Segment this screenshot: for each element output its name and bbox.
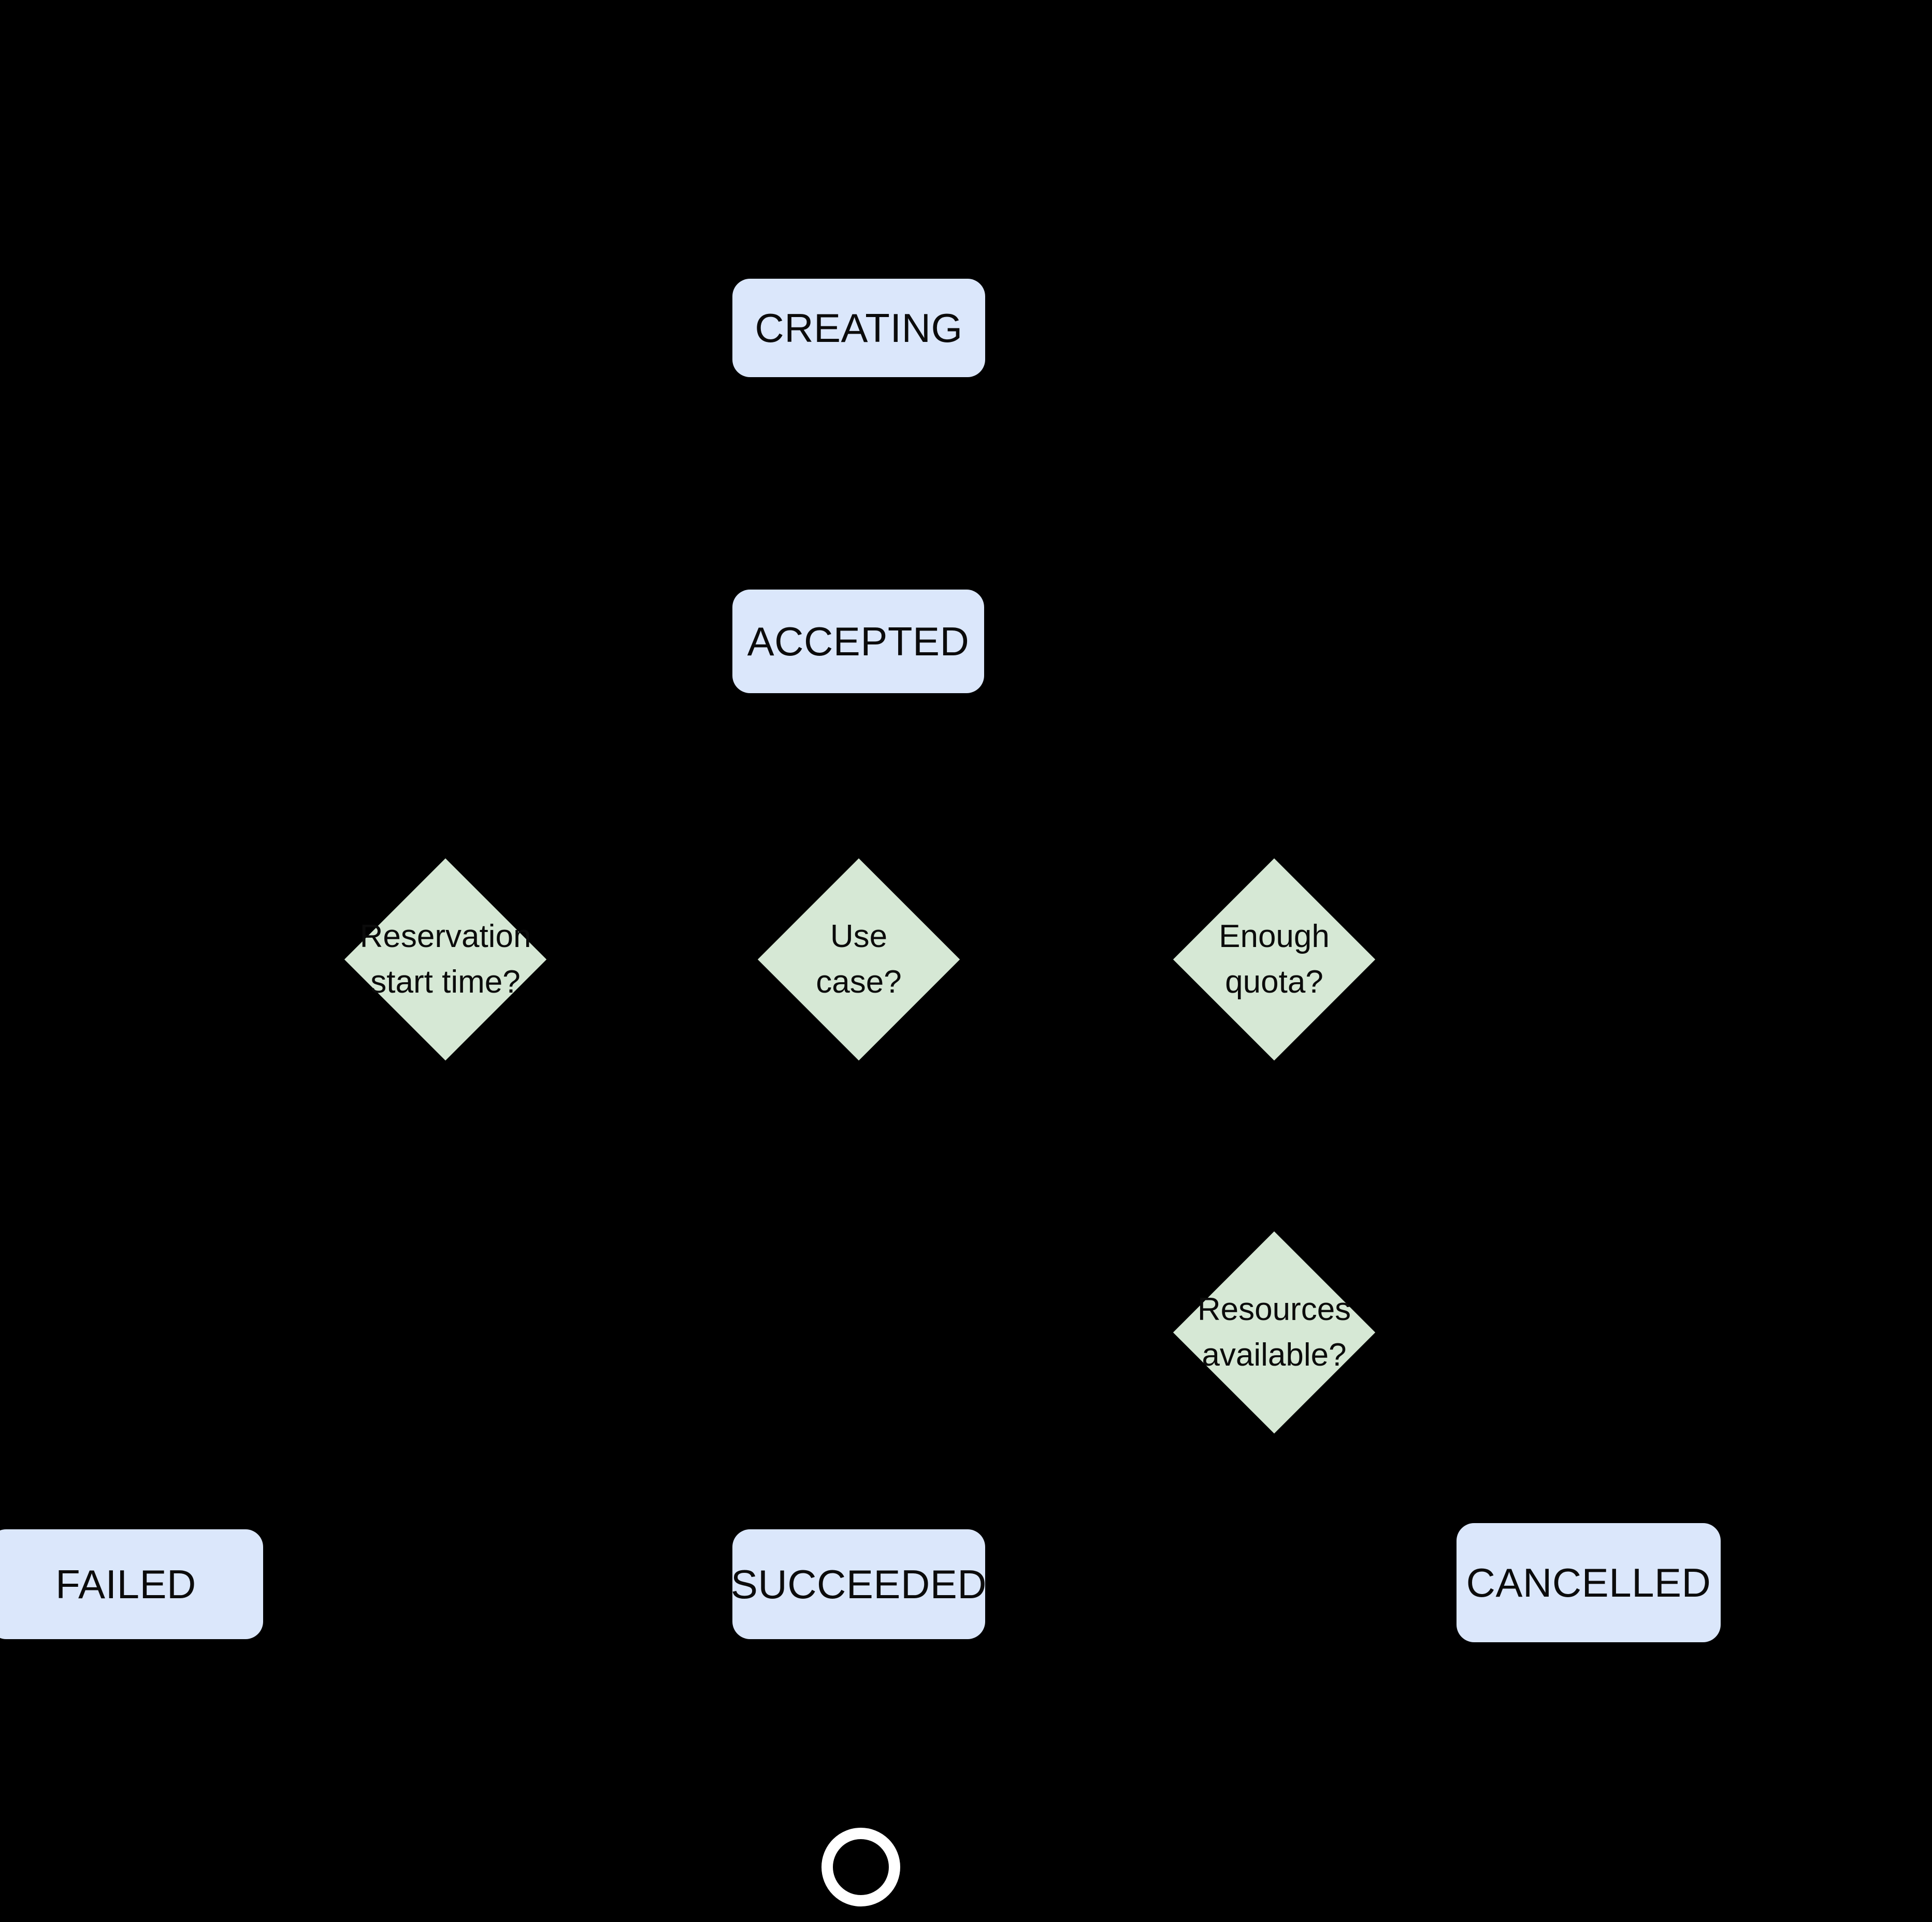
state-accepted-label: ACCEPTED <box>747 619 970 664</box>
diamond-shape <box>1173 858 1376 1061</box>
decision-use-case[interactable]: Use case? <box>757 858 960 1061</box>
edge-accepted-enough-quota <box>856 693 1295 863</box>
state-succeeded-label: SUCCEEDED <box>730 1561 987 1607</box>
decision-reservation-start-time[interactable]: Reservation start time? <box>344 858 547 1061</box>
edge-reservation-start-time-failed <box>111 1058 448 1531</box>
edge-resources-available-cancelled <box>1272 1421 1609 1531</box>
state-creating-label: CREATING <box>755 305 963 351</box>
edge-accepted-reservation-start-time <box>424 693 861 863</box>
diamond-shape <box>344 858 547 1061</box>
state-succeeded[interactable]: SUCCEEDED <box>730 1529 987 1639</box>
state-creating[interactable]: CREATING <box>732 279 985 377</box>
state-accepted[interactable]: ACCEPTED <box>732 590 984 693</box>
diamond-shape <box>1173 1231 1376 1434</box>
state-failed-label: FAILED <box>55 1561 196 1607</box>
decision-resources-available[interactable]: Resources available? <box>1173 1231 1376 1434</box>
state-failed[interactable]: FAILED <box>0 1529 263 1639</box>
decision-enough-quota[interactable]: Enough quota? <box>1173 858 1376 1061</box>
terminal-end-node <box>821 1828 900 1906</box>
diamond-shape <box>757 858 960 1061</box>
state-cancelled-label: CANCELLED <box>1466 1560 1711 1605</box>
state-cancelled[interactable]: CANCELLED <box>1457 1523 1721 1642</box>
